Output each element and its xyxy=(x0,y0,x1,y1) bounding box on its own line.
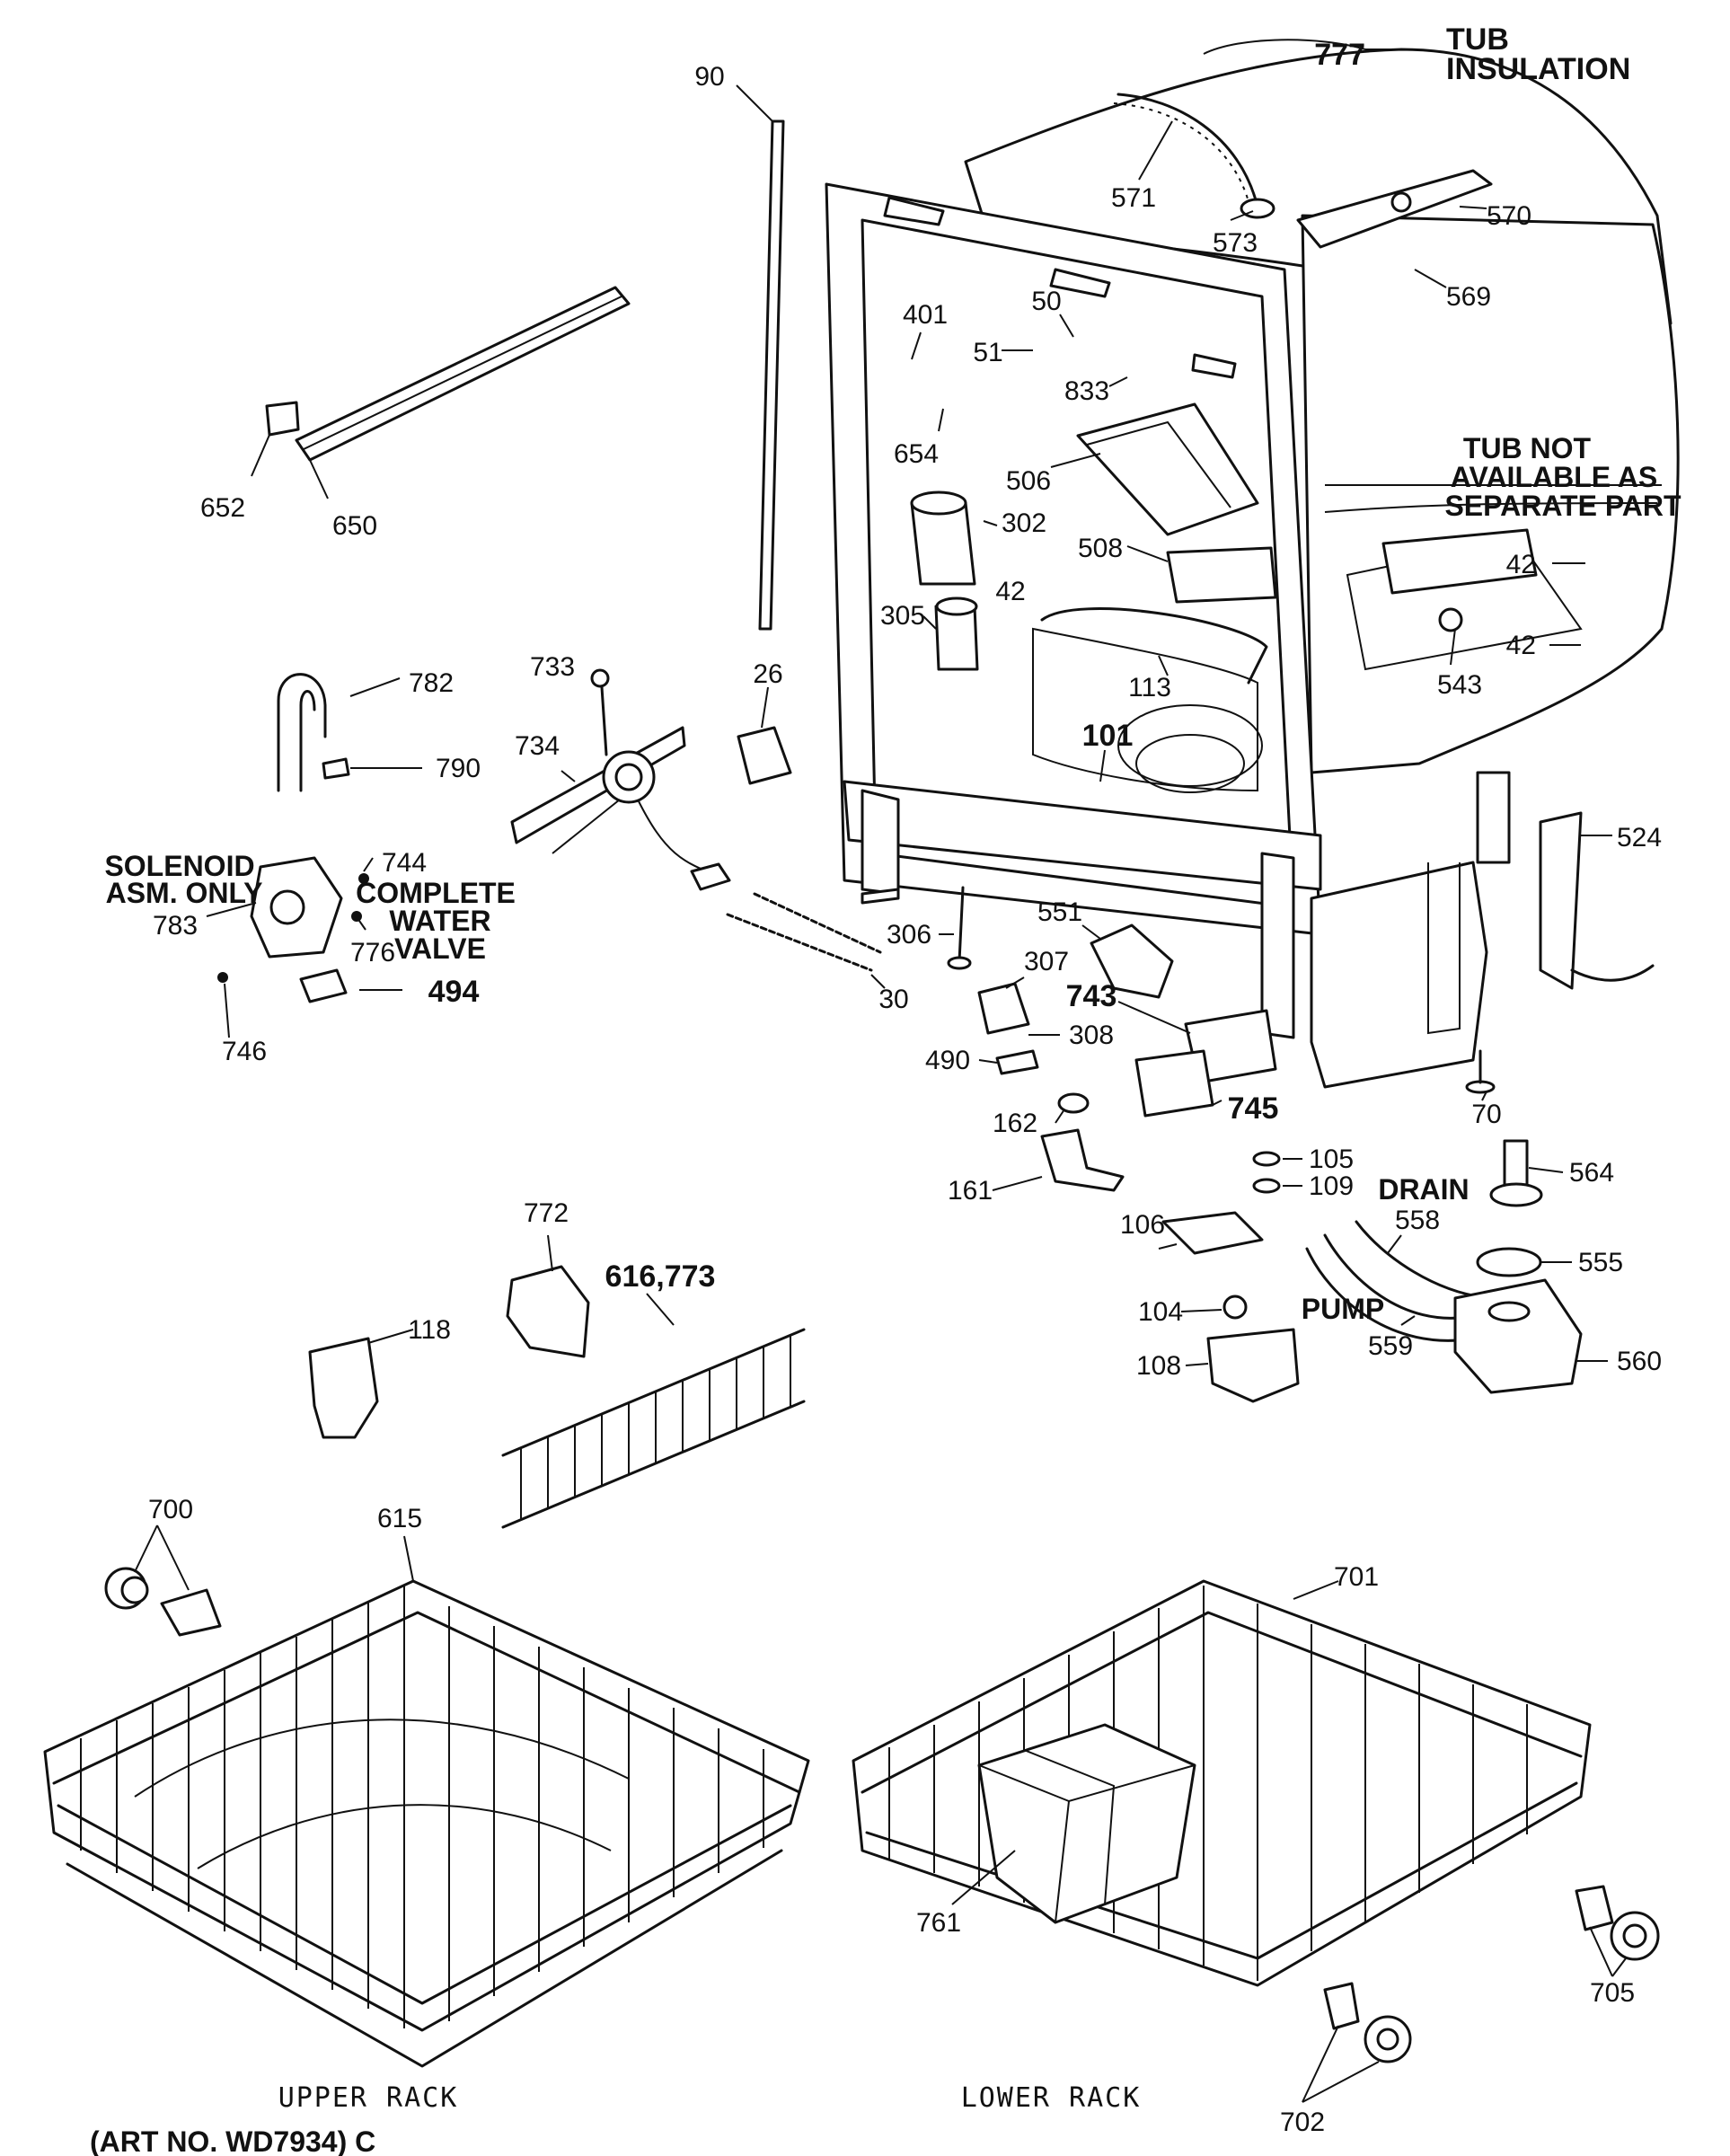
callout-302: 302 xyxy=(1002,508,1046,538)
callout-701: 701 xyxy=(1334,1562,1379,1592)
callout-162: 162 xyxy=(993,1109,1037,1138)
callout-118: 118 xyxy=(408,1315,451,1345)
callout-51: 51 xyxy=(973,338,1002,367)
callout-555: 555 xyxy=(1578,1248,1623,1277)
drain-note: DRAIN xyxy=(1378,1173,1469,1206)
tub-insulation-note-line-1: TUB xyxy=(1446,22,1509,57)
callout-494: 494 xyxy=(428,975,480,1009)
callout-702: 702 xyxy=(1280,2107,1325,2137)
solenoid-note-line-1: SOLENOID xyxy=(104,850,254,882)
callout-616-773: 616,773 xyxy=(605,1259,716,1294)
callout-551: 551 xyxy=(1037,897,1082,927)
pump-parts xyxy=(1040,1092,1583,1403)
callout-746: 746 xyxy=(222,1037,267,1066)
callout-569: 569 xyxy=(1446,282,1491,312)
callout-743: 743 xyxy=(1066,979,1117,1013)
callout-106: 106 xyxy=(1120,1210,1165,1240)
callout-50: 50 xyxy=(1031,287,1061,316)
callout-306: 306 xyxy=(887,920,931,950)
solenoid-note-line-2: ASM. ONLY xyxy=(106,877,263,909)
callout-90: 90 xyxy=(694,62,724,92)
complete-valve-note-line-1: COMPLETE xyxy=(356,877,516,909)
callout-705: 705 xyxy=(1590,1978,1635,2008)
callout-307: 307 xyxy=(1024,947,1069,976)
callouts: 777 90 571 573 570 569 401 50 51 833 654… xyxy=(148,38,1662,2137)
lower-rack xyxy=(852,1579,1660,2063)
tub-assembly xyxy=(825,39,1680,1089)
callout-108: 108 xyxy=(1136,1351,1181,1381)
callout-401: 401 xyxy=(903,300,948,330)
callout-571: 571 xyxy=(1111,183,1156,213)
callout-560: 560 xyxy=(1617,1347,1662,1376)
callout-42-right-lower: 42 xyxy=(1506,631,1536,660)
callout-782: 782 xyxy=(409,668,454,698)
callout-70: 70 xyxy=(1471,1100,1501,1129)
callout-783: 783 xyxy=(153,911,198,941)
callout-734: 734 xyxy=(515,731,560,761)
callout-570: 570 xyxy=(1487,201,1531,231)
notes: TUB INSULATION TUB NOT AVAILABLE AS SEPA… xyxy=(90,22,1681,2156)
callout-772: 772 xyxy=(524,1198,569,1228)
callout-615: 615 xyxy=(377,1504,422,1533)
rack-accessories xyxy=(104,1265,806,1637)
callout-744: 744 xyxy=(382,848,427,878)
callout-42-center: 42 xyxy=(995,577,1025,606)
callout-559: 559 xyxy=(1368,1331,1413,1361)
callout-790: 790 xyxy=(436,754,481,783)
callout-733: 733 xyxy=(530,652,575,682)
callout-42-right-upper: 42 xyxy=(1506,550,1536,579)
callout-777: 777 xyxy=(1314,38,1365,72)
callout-26: 26 xyxy=(753,659,782,689)
callout-308: 308 xyxy=(1069,1021,1114,1050)
callout-745: 745 xyxy=(1228,1091,1279,1126)
callout-564: 564 xyxy=(1569,1158,1614,1188)
art-number: (ART NO. WD7934) C xyxy=(90,2125,375,2156)
callout-573: 573 xyxy=(1213,228,1258,258)
callout-776: 776 xyxy=(350,938,395,968)
callout-700: 700 xyxy=(148,1495,193,1524)
complete-valve-note-line-2: WATER xyxy=(389,905,490,937)
tub-not-available-note-line-3: SEPARATE PART xyxy=(1444,490,1681,522)
leader-lines xyxy=(134,49,1627,2103)
pump-note: PUMP xyxy=(1302,1293,1384,1325)
callout-105: 105 xyxy=(1309,1144,1354,1174)
callout-543: 543 xyxy=(1437,670,1482,700)
tub-not-available-note-line-1: TUB NOT xyxy=(1463,432,1592,464)
tub-not-available-note-line-2: AVAILABLE AS xyxy=(1451,461,1658,493)
left-side-parts xyxy=(217,119,1655,1118)
callout-558: 558 xyxy=(1395,1206,1440,1235)
callout-30: 30 xyxy=(878,985,908,1014)
lower-rack-caption: LOWER RACK xyxy=(961,2082,1142,2114)
callout-652: 652 xyxy=(200,493,245,523)
upper-rack-caption: UPPER RACK xyxy=(278,2082,459,2114)
callout-104: 104 xyxy=(1138,1297,1183,1327)
callout-113: 113 xyxy=(1128,673,1171,702)
callout-109: 109 xyxy=(1309,1171,1354,1201)
callout-650: 650 xyxy=(332,511,377,541)
callout-506: 506 xyxy=(1006,466,1051,496)
callout-761: 761 xyxy=(916,1908,961,1938)
callout-490: 490 xyxy=(925,1046,970,1075)
tub-insulation-note-line-2: INSULATION xyxy=(1446,52,1630,86)
complete-valve-note-line-3: VALVE xyxy=(394,932,486,965)
callout-654: 654 xyxy=(894,439,939,469)
callout-305: 305 xyxy=(880,601,925,631)
callout-101: 101 xyxy=(1082,719,1134,753)
upper-rack xyxy=(43,1579,810,2068)
callout-161: 161 xyxy=(948,1176,993,1206)
callout-524: 524 xyxy=(1617,823,1662,853)
callout-508: 508 xyxy=(1078,534,1123,563)
callout-833: 833 xyxy=(1064,376,1109,406)
